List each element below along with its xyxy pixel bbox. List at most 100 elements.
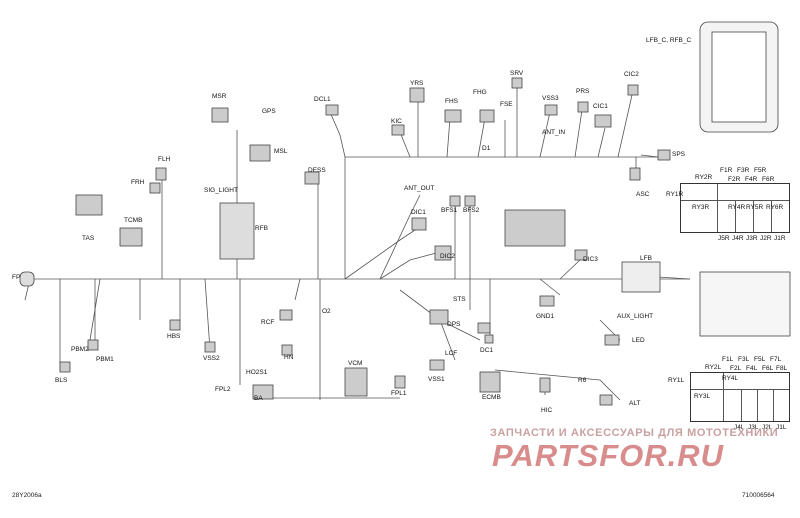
- label-fpl1: FPL1: [391, 390, 407, 397]
- label-bls: BLS: [55, 377, 68, 384]
- label-j2r: J2R: [760, 235, 772, 242]
- footer-right-code: 710006564: [742, 492, 775, 499]
- label-kic: KIC: [391, 118, 402, 125]
- label-f6l: F6L: [762, 365, 774, 372]
- label-lfb: LFB: [640, 255, 652, 262]
- watermark-subtitle: ЗАПЧАСТИ И АКСЕССУАРЫ ДЛЯ МОТОТЕХНИКИ: [490, 427, 779, 439]
- label-vss2: VSS2: [203, 355, 220, 362]
- label-lcf: LCF: [445, 350, 458, 357]
- label-aux-light: AUX_LIGHT: [617, 313, 654, 320]
- label-yrs: YRS: [410, 80, 424, 87]
- label-frh: FRH: [131, 179, 145, 186]
- label-r6: R6: [578, 377, 587, 384]
- label-gnd1: GND1: [536, 313, 555, 320]
- label-f5r: F5R: [754, 167, 767, 174]
- label-ry4r: RY4R: [728, 204, 746, 211]
- label-j2l: J2L: [762, 424, 773, 431]
- label-f2r: F2R: [728, 176, 741, 183]
- label-pbm1: PBM1: [96, 356, 114, 363]
- label-flh: FLH: [158, 156, 171, 163]
- label-f6r: F6R: [762, 176, 775, 183]
- label-f3l: F3L: [738, 356, 750, 363]
- label-cic1: CIC1: [593, 103, 608, 110]
- label-pbm2: PBM2: [71, 346, 89, 353]
- label-j5r: J5R: [718, 235, 730, 242]
- label-gps: GPS: [262, 108, 276, 115]
- label-dess: DESS: [308, 167, 326, 174]
- label-ry2l: RY2L: [705, 364, 722, 371]
- label-ho2s1: HO2S1: [246, 369, 268, 376]
- label-rcf: RCF: [261, 319, 275, 326]
- label-j4r: J4R: [732, 235, 744, 242]
- label-f3r: F3R: [737, 167, 750, 174]
- label-j4l: J4L: [734, 424, 745, 431]
- label-j3l: J3L: [748, 424, 759, 431]
- footer-left-code: 28Y2006a: [12, 492, 42, 499]
- label-fp: FP: [12, 274, 21, 281]
- label-ry3l: RY3L: [694, 393, 711, 400]
- label-f5l: F5L: [754, 356, 766, 363]
- label-dcl1: DCL1: [314, 96, 331, 103]
- label-bfs2: BFS2: [463, 207, 480, 214]
- label-f1r: F1R: [720, 167, 733, 174]
- label-hbs: HBS: [167, 333, 181, 340]
- label-dic3: DIC3: [583, 256, 598, 263]
- ecm-connector-pair: [504, 209, 566, 247]
- label-msr: MSR: [212, 93, 227, 100]
- label-dic2: DIC2: [440, 253, 455, 260]
- label-ecmb: ECMB: [482, 394, 501, 401]
- label-ant-in: ANT_IN: [542, 129, 566, 136]
- label-sig-light: SIG_LIGHT: [204, 187, 238, 194]
- label-j1r: J1R: [774, 235, 786, 242]
- label-hic: HIC: [541, 407, 553, 414]
- label-vcm: VCM: [348, 360, 363, 367]
- label-prs: PRS: [576, 88, 590, 95]
- label-vss3: VSS3: [542, 95, 559, 102]
- lfb-block: [621, 261, 661, 293]
- label-ry4l: RY4L: [722, 375, 739, 382]
- label-dic1: DIC1: [411, 209, 426, 216]
- label-ba: BA: [254, 395, 263, 402]
- label-bfs1: BFS1: [441, 207, 458, 214]
- label-f8l: F8L: [776, 365, 788, 372]
- label-sts: STS: [453, 296, 466, 303]
- label-fhg: FHG: [473, 89, 487, 96]
- label-f4r: F4R: [745, 176, 758, 183]
- relay-box-right: [680, 183, 790, 233]
- label-led: LED: [632, 337, 645, 344]
- label-f7l: F7L: [770, 356, 782, 363]
- label-ry1r: RY1R: [666, 191, 684, 198]
- label-o2: O2: [322, 308, 331, 315]
- label-dc1: DC1: [480, 347, 494, 354]
- label-ant-out: ANT_OUT: [404, 185, 435, 192]
- label-f1l: F1L: [722, 356, 734, 363]
- label-ry5r: RY5R: [746, 204, 764, 211]
- label-f2l: F2L: [730, 365, 742, 372]
- label-j1l: J1L: [776, 424, 787, 431]
- label-fpl2: FPL2: [215, 386, 231, 393]
- label-asc: ASC: [636, 191, 650, 198]
- relay-box-left: [690, 372, 790, 422]
- watermark-logo: PARTSFOR.RU: [492, 438, 725, 473]
- label-ry2r: RY2R: [695, 174, 713, 181]
- label-hn: HN: [284, 354, 294, 361]
- label-tcmb: TCMB: [124, 217, 143, 224]
- label-j3r: J3R: [746, 235, 758, 242]
- lfb-detail: [699, 271, 791, 337]
- label-rfb: RFB: [255, 225, 268, 232]
- label-cic2: CIC2: [624, 71, 639, 78]
- label-sps: SPS: [672, 151, 686, 158]
- label-fse: FSE: [500, 101, 513, 108]
- rfb-block: [219, 202, 255, 260]
- label-ry3r: RY3R: [692, 204, 710, 211]
- label-alt: ALT: [629, 400, 641, 407]
- label-fhs: FHS: [445, 98, 458, 105]
- label-vss1: VSS1: [428, 376, 445, 383]
- label-msl: MSL: [274, 148, 288, 155]
- label-d1: D1: [482, 145, 491, 152]
- label-f4l: F4L: [746, 365, 758, 372]
- label-srv: SRV: [510, 70, 524, 77]
- label-ry1l: RY1L: [668, 377, 685, 384]
- label-lfb-c: LFB_C, RFB_C: [646, 37, 692, 44]
